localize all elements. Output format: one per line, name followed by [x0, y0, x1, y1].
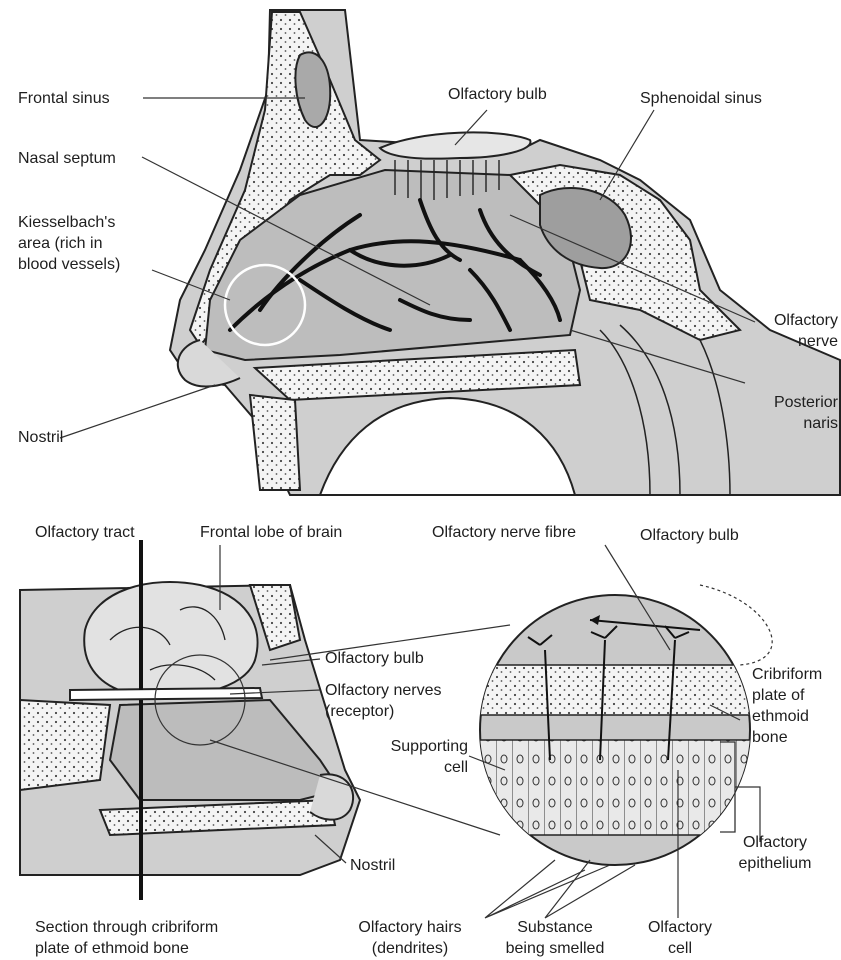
lower-head-section	[20, 582, 360, 875]
label-posterior-naris: Posterior naris	[750, 392, 838, 434]
label-frontal-sinus: Frontal sinus	[18, 88, 110, 109]
magnified-view	[470, 595, 770, 865]
label-olfactory-epithelium: Olfactory epithelium	[725, 832, 825, 874]
label-substance-smelled: Substance being smelled	[495, 917, 615, 959]
label-nasal-septum: Nasal septum	[18, 148, 116, 169]
label-olfactory-cell: Olfactory cell	[630, 917, 730, 959]
label-olfactory-bulb-top: Olfactory bulb	[640, 525, 739, 546]
label-nostril-upper: Nostril	[18, 427, 63, 448]
cribriform-plate-band	[470, 665, 770, 715]
label-olfactory-nerves-receptor: Olfactory nerves (receptor)	[325, 680, 441, 722]
label-frontal-lobe: Frontal lobe of brain	[200, 522, 342, 543]
label-olfactory-hairs: Olfactory hairs (dendrites)	[340, 917, 480, 959]
upper-teeth	[250, 395, 300, 490]
label-olfactory-tract: Olfactory tract	[35, 522, 135, 543]
label-sphenoidal-sinus: Sphenoidal sinus	[640, 88, 762, 109]
label-nostril-lower: Nostril	[350, 855, 395, 876]
label-olfactory-bulb-mid: Olfactory bulb	[325, 648, 424, 669]
label-section-cribriform: Section through cribriform plate of ethm…	[35, 917, 218, 959]
lower-ethmoid	[20, 700, 110, 790]
label-olfactory-bulb-upper: Olfactory bulb	[448, 84, 547, 105]
label-supporting-cell: Supporting cell	[370, 736, 468, 778]
label-olfactory-nerve-fibre: Olfactory nerve fibre	[432, 522, 576, 543]
label-olfactory-nerve: Olfactory nerve	[760, 310, 838, 352]
label-kiesselbach-area: Kiesselbach's area (rich in blood vessel…	[18, 212, 120, 275]
label-cribriform-plate: Cribriform plate of ethmoid bone	[752, 664, 822, 748]
upper-nasal-section	[170, 10, 840, 495]
